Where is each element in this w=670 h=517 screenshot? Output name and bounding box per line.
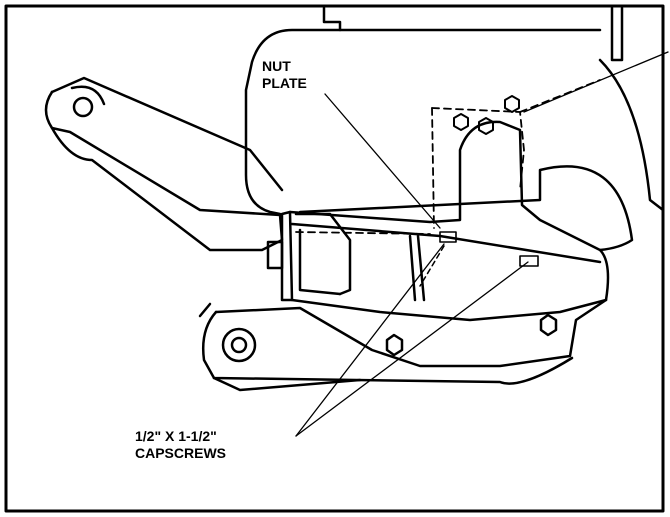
bottom-capscrew-tips [439,231,539,267]
top-capscrews [453,95,520,135]
lower-frame [198,298,608,392]
capscrews-label-line2: CAPSCREWS [135,445,227,461]
leader-lines [295,51,669,437]
capscrews-label-line1: 1/2" X 1-1/2" [135,428,217,444]
frame-pivot-outer [221,327,257,363]
nut-plate-label-line2: PLATE [262,75,307,91]
frame-pivot-inner [230,336,248,354]
tank-housing [244,6,665,252]
nut-plate-label: NUT PLATE [262,58,307,92]
arm-pin-hole [72,96,94,118]
capscrews-label: 1/2" X 1-1/2" CAPSCREWS [135,428,226,462]
figure-border [4,4,665,513]
nut-plate-label-line1: NUT [262,58,291,74]
mounting-bracket [266,120,610,322]
